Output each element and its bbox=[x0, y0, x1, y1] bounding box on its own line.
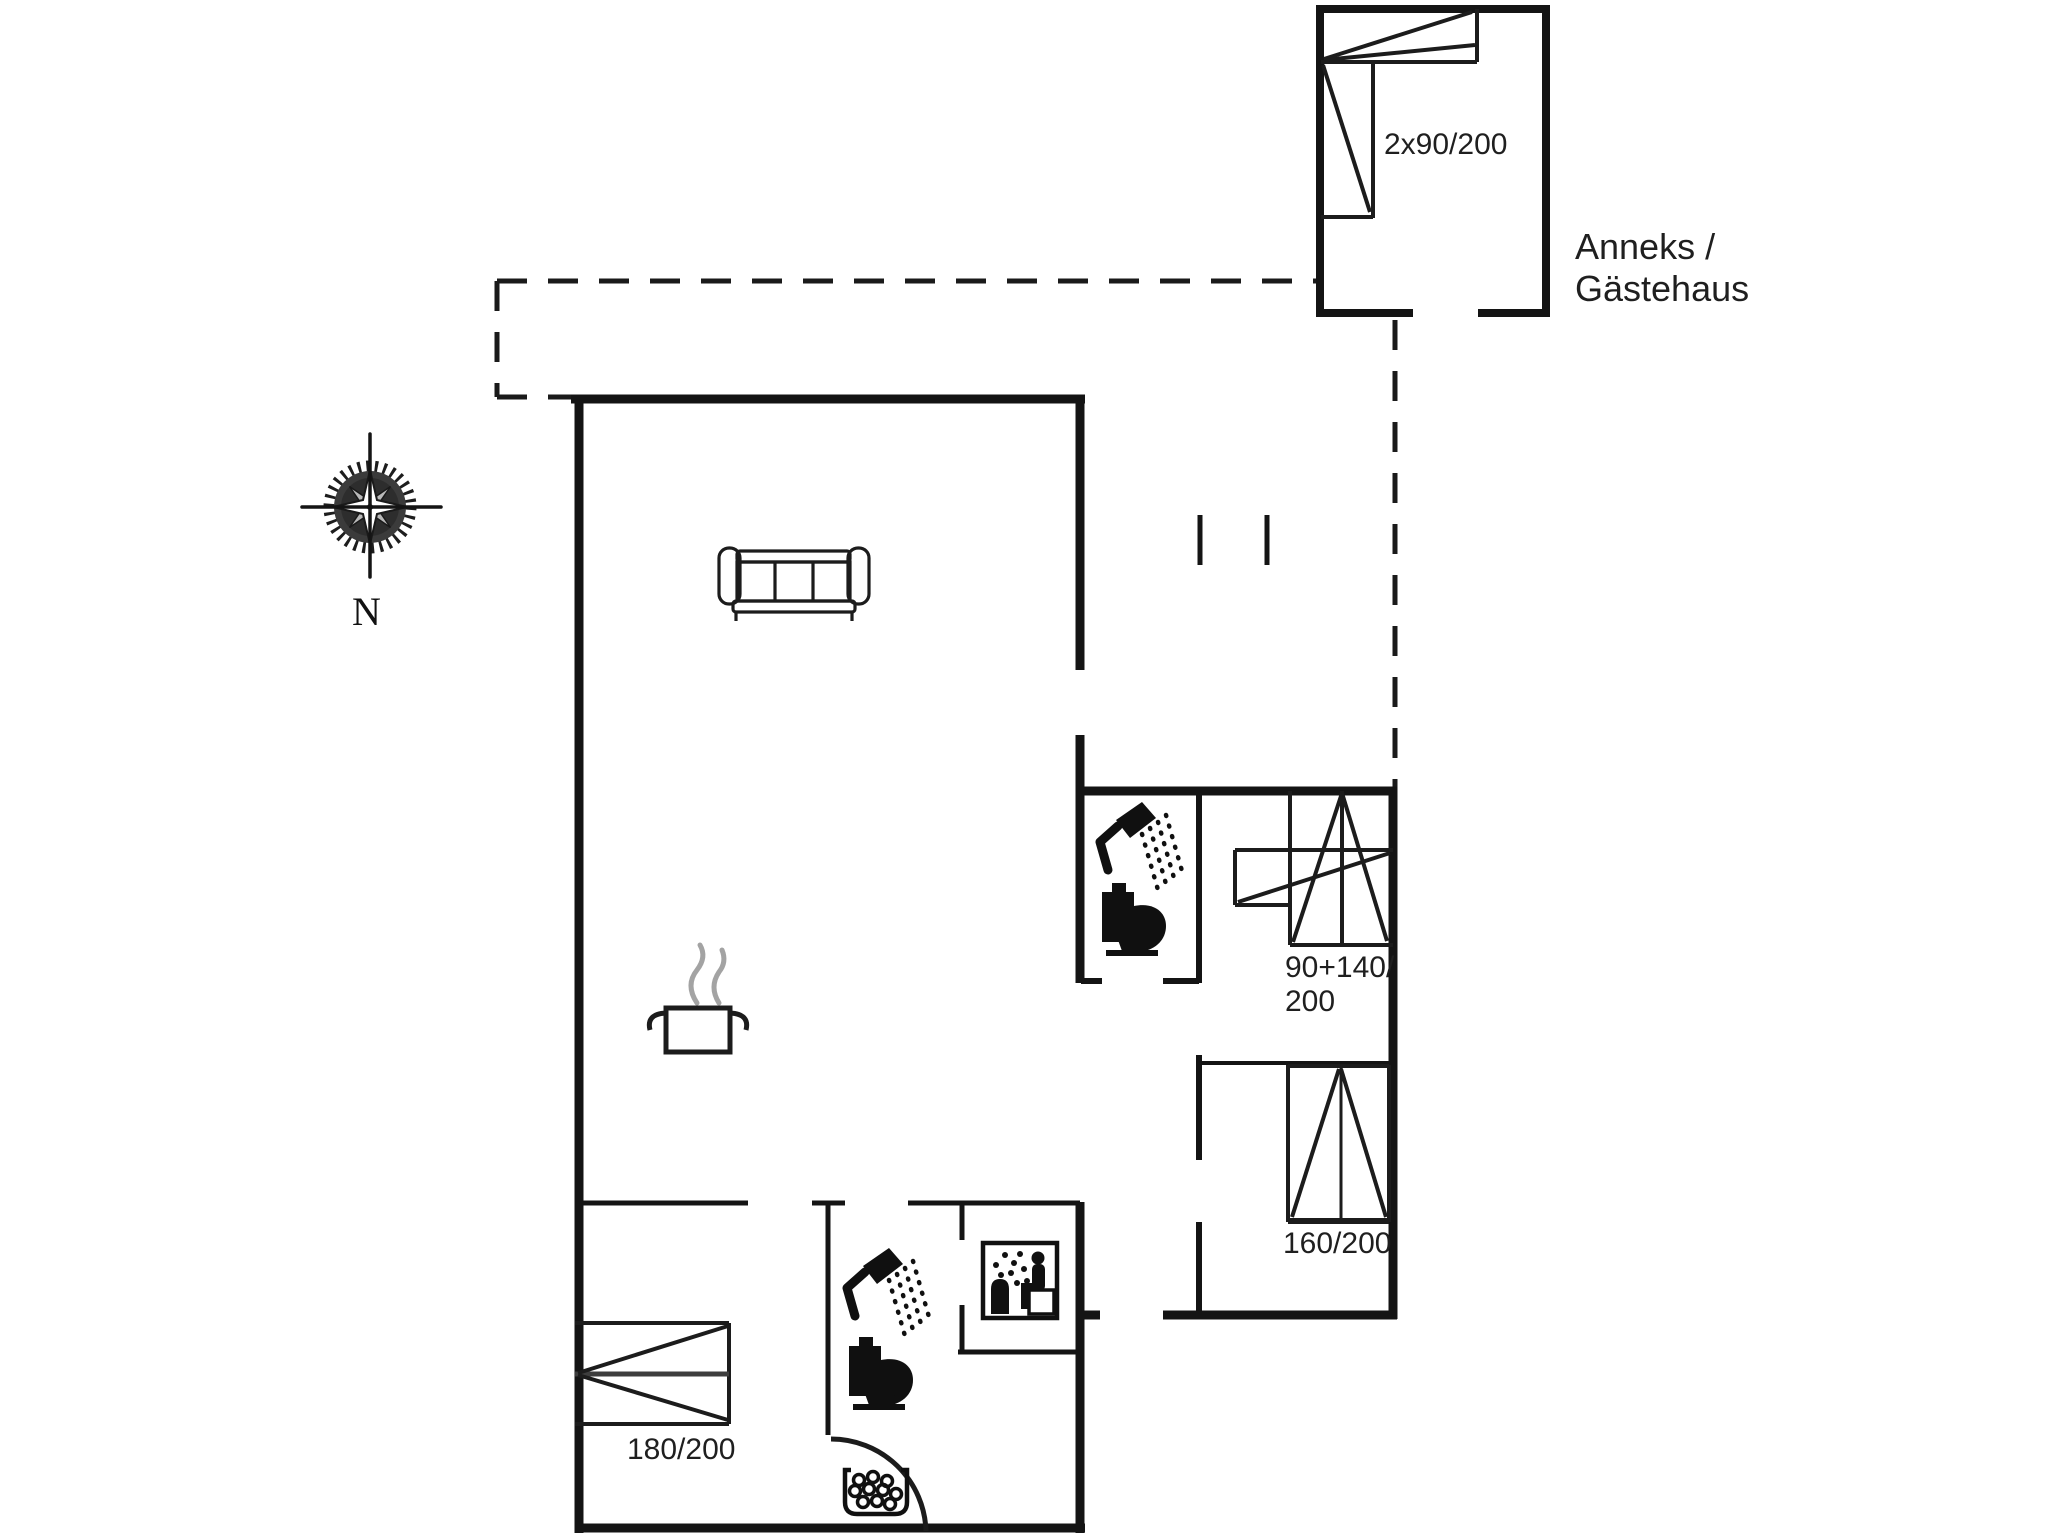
bed-90-140-icon bbox=[1233, 791, 1393, 947]
door-swing-icon bbox=[830, 1436, 929, 1532]
sofa-icon bbox=[717, 546, 871, 621]
annex-bed-label: 2x90/200 bbox=[1384, 128, 1507, 161]
bed-160-label: 160/200 bbox=[1283, 1227, 1391, 1260]
annex-walls bbox=[1316, 5, 1550, 317]
compass-rose-icon bbox=[300, 432, 443, 579]
toilet-icon bbox=[849, 1337, 913, 1410]
right-wing-partitions bbox=[1081, 791, 1202, 1317]
annex-name-line2: Gästehaus bbox=[1575, 268, 1749, 309]
toilet-icon bbox=[1102, 883, 1166, 956]
terrace-post-marks bbox=[1197, 515, 1270, 565]
north-label: N bbox=[352, 589, 381, 634]
bath-sauna-partitions bbox=[579, 1200, 1080, 1435]
shower-icon bbox=[842, 1248, 932, 1339]
cooking-pot-icon bbox=[646, 942, 750, 1055]
shower-icon bbox=[1095, 802, 1185, 893]
annex-beds-icon bbox=[1321, 9, 1479, 219]
annex-name-line1: Anneks / bbox=[1575, 226, 1715, 267]
steam-icon bbox=[688, 942, 727, 1006]
bed-90-140-label-line1: 90+140/ bbox=[1285, 951, 1395, 984]
bed-90-140-label-line2: 200 bbox=[1285, 985, 1335, 1018]
bed-180-label: 180/200 bbox=[627, 1433, 735, 1466]
washing-machine-icon bbox=[842, 1467, 910, 1517]
bed-160-icon bbox=[1286, 1064, 1391, 1224]
terrace-dashed-boundary bbox=[494, 278, 1398, 787]
main-house-walls bbox=[571, 394, 1085, 1533]
bed-180-icon bbox=[575, 1321, 731, 1426]
sauna-icon bbox=[980, 1240, 1060, 1321]
